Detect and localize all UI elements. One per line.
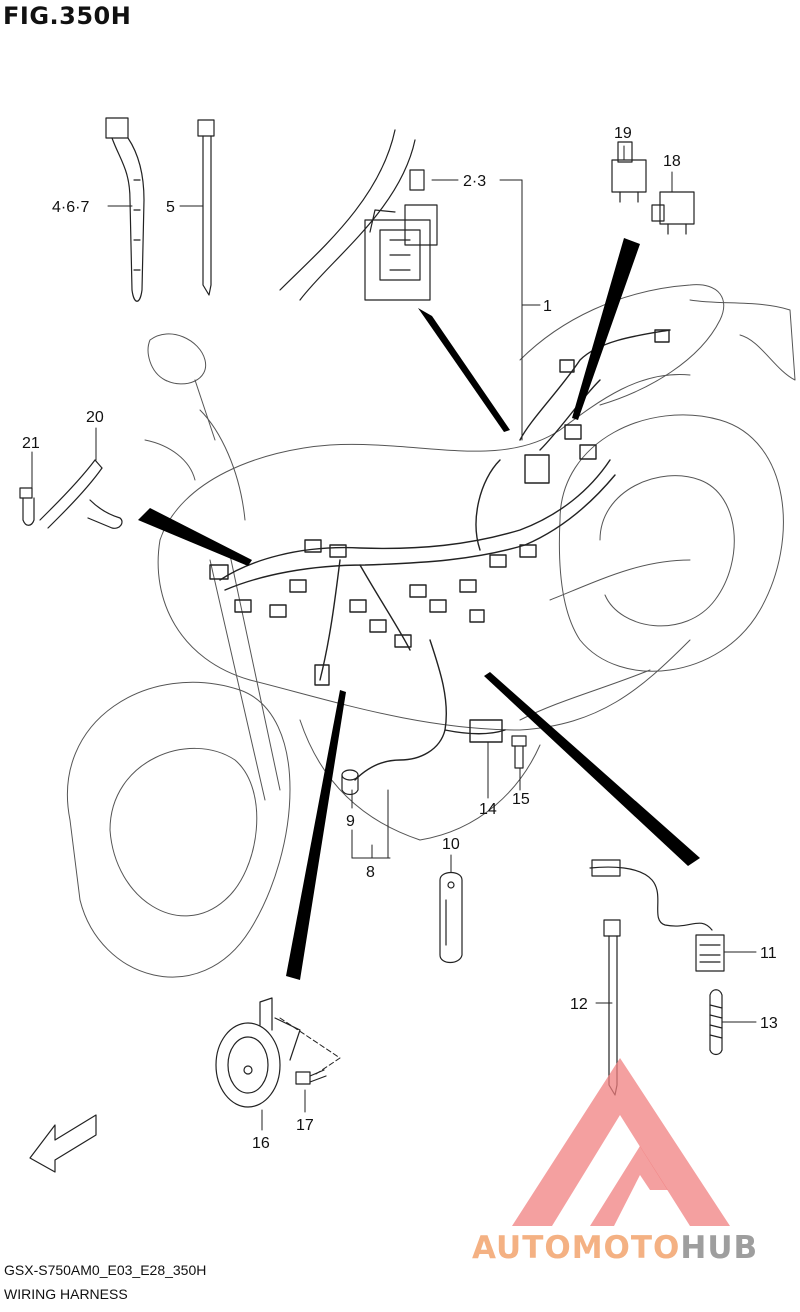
cable-tie-467	[105, 117, 145, 302]
figure-name: WIRING HARNESS	[4, 1286, 128, 1302]
callout-21: 21	[22, 435, 40, 452]
part-9	[341, 769, 359, 796]
callout-15: 15	[512, 791, 530, 808]
bracket-20	[39, 459, 123, 529]
callout-12: 12	[570, 996, 588, 1013]
bolt-21	[19, 487, 35, 526]
callout-11: 11	[760, 945, 777, 962]
callout-16: 16	[252, 1135, 270, 1152]
leader-lines	[31, 145, 757, 1131]
callout-5: 5	[166, 199, 175, 216]
relay-box	[279, 129, 438, 301]
svg-text:AUTOMOTOHUB: AUTOMOTOHUB	[472, 1230, 758, 1266]
callout-8: 8	[366, 864, 375, 881]
callout-18: 18	[663, 153, 681, 170]
bolt-17	[295, 1069, 327, 1085]
figure-code: GSX-S750AM0_E03_E28_350H	[4, 1262, 207, 1278]
clamp-13	[709, 989, 723, 1056]
callout-19: 19	[614, 125, 632, 142]
callout-20: 20	[86, 409, 104, 426]
wiring-harness	[209, 329, 671, 781]
figure-title: FIG.350H	[3, 2, 132, 30]
callout-4-6-7: 4·6·7	[52, 199, 89, 216]
callout-2-3: 2·3	[463, 173, 486, 190]
watermark-text-hub: HUB	[680, 1230, 758, 1266]
callout-labels: 1 2·3 4·6·7 5 8 9 10 11 12 13 14 15 16 1…	[22, 125, 778, 1152]
callout-1: 1	[543, 298, 552, 315]
cable-tie-5	[197, 119, 215, 296]
fwd-label: FWD	[56, 1128, 89, 1156]
callout-9: 9	[346, 813, 355, 830]
callout-10: 10	[442, 836, 460, 853]
relay-19	[611, 141, 647, 203]
callout-17: 17	[296, 1117, 314, 1134]
horn-16	[215, 997, 301, 1108]
callout-14: 14	[479, 801, 497, 818]
fwd-arrow-icon	[29, 1114, 97, 1173]
callout-13: 13	[760, 1015, 778, 1032]
bracket-10	[439, 871, 463, 964]
relay-18	[651, 191, 695, 235]
sensor-11	[589, 859, 725, 972]
part-15	[511, 735, 527, 769]
watermark-text-automoto: AUTOMOTO	[472, 1230, 680, 1266]
motorcycle-outline	[67, 284, 796, 978]
pointer-wedges	[138, 238, 700, 980]
watermark-logo-icon	[512, 1058, 730, 1226]
